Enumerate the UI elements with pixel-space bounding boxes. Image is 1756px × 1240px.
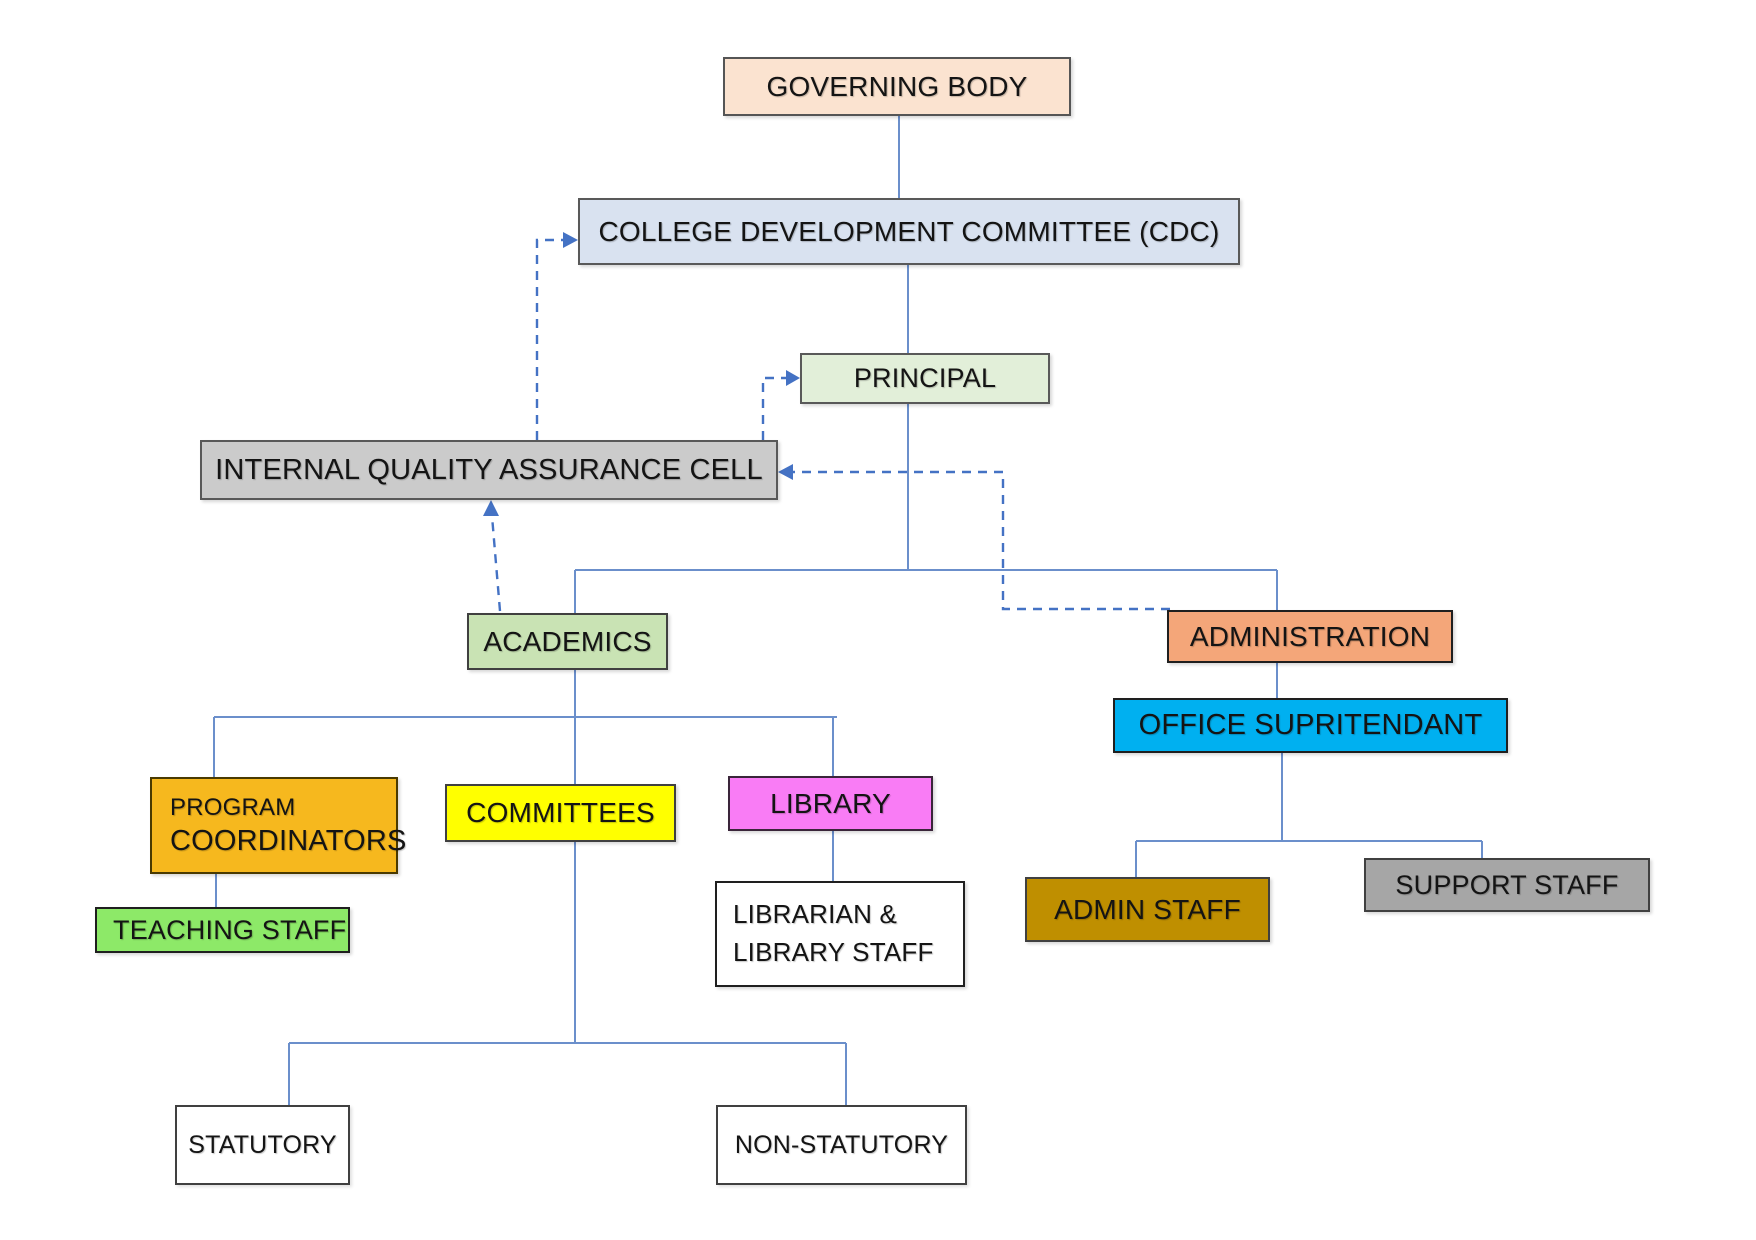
arrowhead-into-iqac-bottom: [483, 500, 499, 516]
node-admin-staff: ADMIN STAFF: [1025, 877, 1270, 942]
node-academics: ACADEMICS: [467, 613, 668, 670]
node-librarian-library-staff: LIBRARIAN & LIBRARY STAFF: [715, 881, 965, 987]
librarian-line2: LIBRARY STAFF: [733, 937, 934, 967]
node-governing-body: GOVERNING BODY: [723, 57, 1071, 116]
node-teaching-staff: TEACHING STAFF: [95, 907, 350, 953]
edge-iqac-cdc-dashed: [535, 238, 563, 440]
node-committees: COMMITTEES: [445, 784, 676, 842]
node-administration: ADMINISTRATION: [1167, 610, 1453, 663]
node-college-development-committee: COLLEGE DEVELOPMENT COMMITTEE (CDC): [578, 198, 1240, 265]
node-statutory: STATUTORY: [175, 1105, 350, 1185]
program-coordinators-line1: PROGRAM: [170, 793, 296, 821]
node-program-coordinators: PROGRAM COORDINATORS: [150, 777, 406, 874]
arrowhead-into-cdc: [563, 232, 578, 248]
node-library: LIBRARY: [728, 776, 933, 831]
librarian-line1: LIBRARIAN &: [733, 899, 898, 930]
edge-iqac-principal-dashed: [761, 376, 786, 440]
arrowhead-into-principal: [786, 370, 800, 386]
node-non-statutory: NON-STATUTORY: [716, 1105, 967, 1185]
arrowhead-into-iqac-right: [778, 464, 793, 480]
edge-administration-iqac-dashed: [793, 470, 1170, 611]
node-office-supritendant: OFFICE SUPRITENDANT: [1113, 698, 1508, 753]
node-internal-quality-assurance-cell: INTERNAL QUALITY ASSURANCE CELL: [200, 440, 778, 500]
node-principal: PRINCIPAL: [800, 353, 1050, 404]
program-coordinators-line2: COORDINATORS: [170, 824, 407, 857]
node-support-staff: SUPPORT STAFF: [1364, 858, 1650, 912]
edge-academics-iqac-dashed: [490, 515, 502, 612]
